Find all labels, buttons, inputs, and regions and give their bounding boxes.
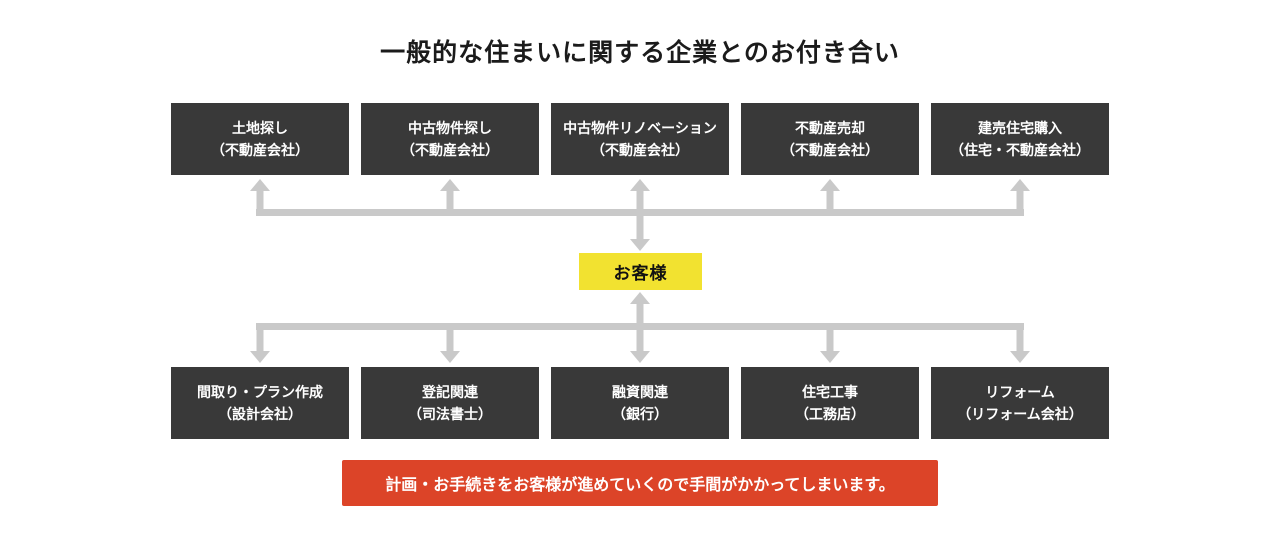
box-financing: 融資関連 （銀行）: [551, 367, 729, 439]
box-label: 建売住宅購入: [978, 120, 1062, 136]
connector-stem: [1016, 330, 1024, 351]
customer-label: お客様: [613, 264, 668, 283]
connector-stem: [1016, 191, 1024, 216]
box-house-construction: 住宅工事 （工務店）: [741, 367, 919, 439]
box-label: 中古物件探し: [408, 120, 492, 136]
box-label: 土地探し: [232, 120, 288, 136]
connector-stem: [256, 330, 264, 351]
connector-stem: [826, 191, 834, 216]
box-sublabel: （不動産会社）: [401, 142, 499, 158]
caution-banner: 計画・お手続きをお客様が進めていくので手間がかかってしまいます。: [342, 460, 938, 506]
box-label: 不動産売却: [795, 120, 865, 136]
arrow-up-icon: [630, 179, 650, 191]
box-label: 住宅工事: [802, 384, 858, 400]
diagram-title: 一般的な住まいに関する企業とのお付き合い: [380, 39, 900, 67]
arrow-up-icon: [250, 179, 270, 191]
box-label: リフォーム: [985, 384, 1055, 400]
box-sublabel: （不動産会社）: [781, 142, 879, 158]
box-label: 中古物件リノベーション: [563, 120, 717, 136]
box-used-property-search: 中古物件探し （不動産会社）: [361, 103, 539, 175]
arrow-down-icon: [440, 351, 460, 363]
box-registration: 登記関連 （司法書士）: [361, 367, 539, 439]
arrow-down-icon: [820, 351, 840, 363]
arrow-down-icon: [1010, 351, 1030, 363]
box-sublabel: （不動産会社）: [591, 142, 689, 158]
connector-stem: [256, 191, 264, 216]
customer-box: お客様: [579, 253, 702, 290]
connector-stem: [446, 191, 454, 216]
top-trunk-line: [256, 209, 1024, 216]
box-real-estate-sale: 不動産売却 （不動産会社）: [741, 103, 919, 175]
arrow-down-icon: [630, 239, 650, 251]
arrow-up-icon: [440, 179, 460, 191]
connector-stem: [636, 304, 644, 351]
box-sublabel: （リフォーム会社）: [957, 406, 1083, 422]
box-sublabel: （工務店）: [795, 406, 865, 422]
arrow-up-icon: [630, 292, 650, 304]
connector-stem: [826, 330, 834, 351]
box-built-for-sale-purchase: 建売住宅購入 （住宅・不動産会社）: [931, 103, 1109, 175]
caution-banner-text: 計画・お手続きをお客様が進めていくので手間がかかってしまいます。: [385, 477, 895, 494]
box-sublabel: （司法書士）: [408, 406, 492, 422]
box-label: 融資関連: [612, 384, 668, 400]
box-reform: リフォーム （リフォーム会社）: [931, 367, 1109, 439]
bottom-trunk-line: [256, 323, 1024, 330]
box-label: 登記関連: [422, 384, 478, 400]
connector-stem: [636, 191, 644, 239]
box-sublabel: （住宅・不動産会社）: [950, 142, 1090, 158]
box-label: 間取り・プラン作成: [197, 384, 323, 400]
box-floor-plan-creation: 間取り・プラン作成 （設計会社）: [171, 367, 349, 439]
box-sublabel: （銀行）: [612, 406, 668, 422]
connector-stem: [446, 330, 454, 351]
box-sublabel: （設計会社）: [218, 406, 302, 422]
arrow-down-icon: [250, 351, 270, 363]
arrow-up-icon: [1010, 179, 1030, 191]
box-sublabel: （不動産会社）: [211, 142, 309, 158]
arrow-up-icon: [820, 179, 840, 191]
box-used-property-renovation: 中古物件リノベーション （不動産会社）: [551, 103, 729, 175]
box-land-search: 土地探し （不動産会社）: [171, 103, 349, 175]
arrow-down-icon: [630, 351, 650, 363]
